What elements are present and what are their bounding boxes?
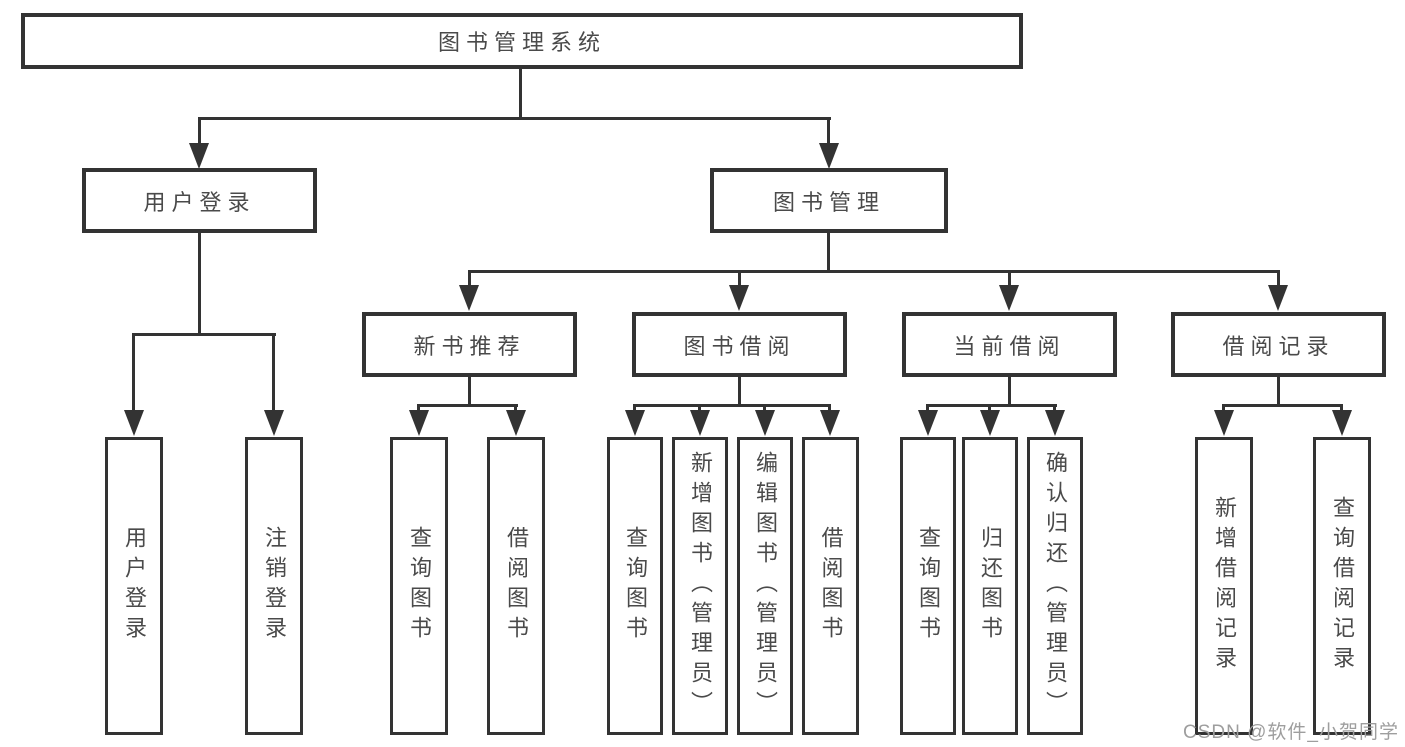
connector-line: [1053, 404, 1056, 412]
connector-line: [763, 404, 766, 412]
leaf-current-confirm-return-admin-label: 确认归还（管理员）: [1043, 451, 1068, 721]
arrow-down-icon: [1045, 410, 1065, 436]
connector-line: [132, 333, 135, 411]
leaf-borrow-borrow-book-label: 借阅图书: [818, 526, 844, 646]
connector-line: [1008, 270, 1011, 287]
connector-line: [698, 404, 701, 412]
node-book-management-label: 图书管理: [772, 189, 885, 215]
connector-line: [1277, 377, 1280, 406]
connector-line: [1340, 404, 1343, 412]
arrow-down-icon: [999, 285, 1019, 311]
leaf-current-return-book: 归还图书: [962, 437, 1018, 735]
arrow-down-icon: [1214, 410, 1234, 436]
connector-line: [519, 69, 522, 118]
arrow-down-icon: [189, 143, 209, 169]
connector-line: [198, 233, 201, 335]
connector-line: [827, 117, 830, 145]
arrow-down-icon: [124, 410, 144, 436]
connector-line: [827, 233, 830, 272]
leaf-current-confirm-return-admin: 确认归还（管理员）: [1027, 437, 1083, 735]
node-root: 图书管理系统: [21, 13, 1023, 69]
arrow-down-icon: [819, 143, 839, 169]
arrow-down-icon: [625, 410, 645, 436]
node-user-login-label: 用户登录: [143, 189, 256, 215]
arrow-down-icon: [264, 410, 284, 436]
arrow-down-icon: [506, 410, 526, 436]
leaf-recommend-query-book: 查询图书: [390, 437, 448, 735]
node-book-management: 图书管理: [710, 168, 948, 233]
leaf-borrow-query-book-label: 查询图书: [623, 526, 648, 646]
leaf-borrow-edit-book-admin: 编辑图书（管理员）: [737, 437, 793, 735]
leaf-record-add-record: 新增借阅记录: [1195, 437, 1253, 735]
connector-line: [272, 333, 275, 411]
node-new-book-recommend: 新书推荐: [362, 312, 577, 377]
leaf-borrow-edit-book-admin-label: 编辑图书（管理员）: [753, 451, 778, 721]
connector-line: [132, 333, 276, 336]
connector-line: [1222, 404, 1225, 412]
arrow-down-icon: [755, 410, 775, 436]
connector-line: [926, 404, 929, 412]
connector-line: [514, 404, 517, 412]
connector-line: [633, 404, 636, 412]
arrow-down-icon: [918, 410, 938, 436]
leaf-borrow-query-book: 查询图书: [607, 437, 663, 735]
connector-line: [417, 404, 420, 412]
node-book-borrow-label: 图书借阅: [683, 333, 796, 359]
leaf-current-query-book-label: 查询图书: [916, 526, 941, 646]
leaf-logout: 注销登录: [245, 437, 303, 735]
node-root-label: 图书管理系统: [437, 30, 606, 55]
node-current-borrow: 当前借阅: [902, 312, 1117, 377]
node-book-borrow: 图书借阅: [632, 312, 847, 377]
leaf-recommend-borrow-book: 借阅图书: [487, 437, 545, 735]
arrow-down-icon: [690, 410, 710, 436]
leaf-user-login: 用户登录: [105, 437, 163, 735]
leaf-borrow-add-book-admin: 新增图书（管理员）: [672, 437, 728, 735]
node-current-borrow-label: 当前借阅: [953, 333, 1066, 359]
connector-line: [738, 377, 741, 406]
leaf-current-query-book: 查询图书: [900, 437, 956, 735]
connector-line: [633, 404, 831, 407]
arrow-down-icon: [980, 410, 1000, 436]
connector-line: [468, 270, 1280, 273]
leaf-recommend-query-book-label: 查询图书: [407, 526, 432, 646]
node-borrow-record-label: 借阅记录: [1222, 333, 1335, 359]
connector-line: [417, 404, 518, 407]
watermark: CSDN @软件_小贺同学: [1183, 722, 1399, 743]
connector-line: [926, 404, 1057, 407]
connector-line: [198, 117, 201, 145]
leaf-borrow-add-book-admin-label: 新增图书（管理员）: [688, 451, 713, 721]
leaf-record-query-record: 查询借阅记录: [1313, 437, 1371, 735]
connector-line: [468, 270, 471, 287]
node-user-login: 用户登录: [82, 168, 317, 233]
connector-line: [988, 404, 991, 412]
connector-line: [468, 377, 471, 406]
node-borrow-record: 借阅记录: [1171, 312, 1386, 377]
arrow-down-icon: [459, 285, 479, 311]
leaf-user-login-label: 用户登录: [122, 526, 147, 646]
connector-line: [1277, 270, 1280, 287]
leaf-recommend-borrow-book-label: 借阅图书: [504, 526, 529, 646]
connector-line: [1222, 404, 1343, 407]
leaf-logout-label: 注销登录: [262, 526, 287, 646]
leaf-record-query-record-label: 查询借阅记录: [1330, 496, 1355, 676]
leaf-current-return-book-label: 归还图书: [978, 526, 1003, 646]
connector-line: [828, 404, 831, 412]
arrow-down-icon: [820, 410, 840, 436]
connector-line: [198, 117, 831, 120]
leaf-record-add-record-label: 新增借阅记录: [1212, 496, 1237, 676]
leaf-borrow-borrow-book: 借阅图书: [802, 437, 859, 735]
node-new-book-recommend-label: 新书推荐: [413, 333, 526, 359]
arrow-down-icon: [409, 410, 429, 436]
connector-line: [738, 270, 741, 287]
arrow-down-icon: [1332, 410, 1352, 436]
arrow-down-icon: [729, 285, 749, 311]
connector-line: [1008, 377, 1011, 406]
arrow-down-icon: [1268, 285, 1288, 311]
